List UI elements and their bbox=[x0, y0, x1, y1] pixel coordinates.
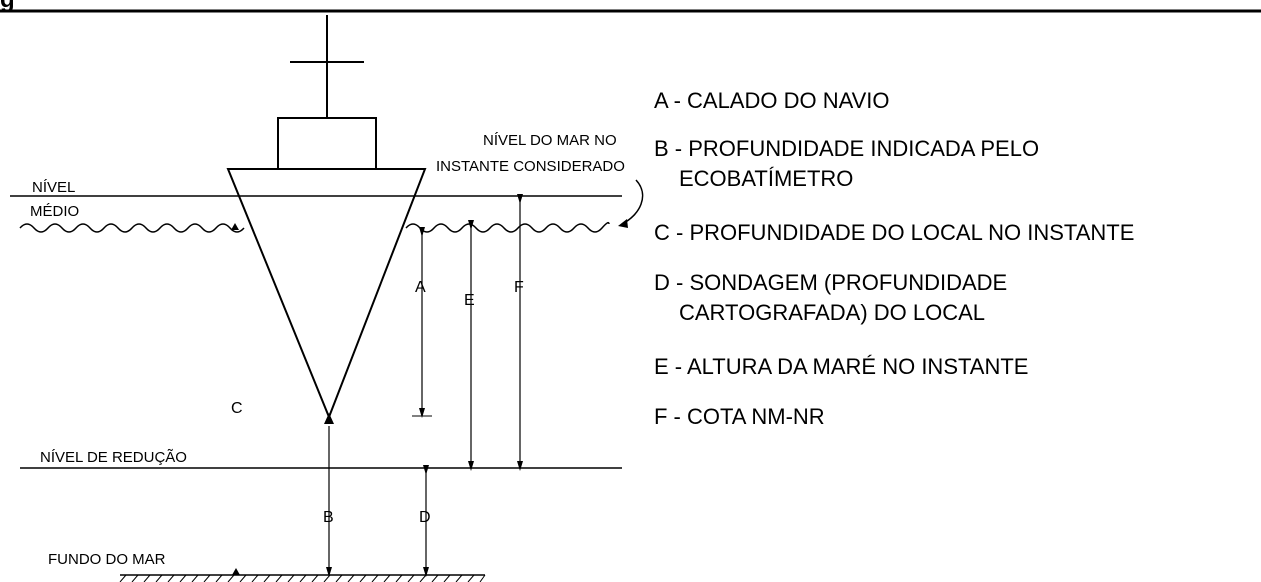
letter-b: B bbox=[323, 509, 334, 526]
legend-item-e: E - ALTURA DA MARÉ NO INSTANTE bbox=[654, 352, 1028, 382]
legend-item-b-text-cont: ECOBATÍMETRO bbox=[679, 166, 854, 191]
label-nivel-reducao: NÍVEL DE REDUÇÃO bbox=[40, 449, 187, 466]
sea-level-pointer bbox=[621, 179, 644, 225]
legend-item-c-text: C - PROFUNDIDADE DO LOCAL NO INSTANTE bbox=[654, 220, 1135, 245]
waterline-tick bbox=[231, 223, 239, 230]
label-nivel-medio-2: MÉDIO bbox=[30, 203, 79, 220]
ship-hull bbox=[226, 168, 427, 420]
label-nivel-medio-1: NÍVEL bbox=[32, 179, 75, 196]
letter-a: A bbox=[415, 279, 426, 296]
letter-f: F bbox=[514, 279, 524, 296]
sea-level-wave-right bbox=[405, 221, 610, 233]
legend-item-d-text: D - SONDAGEM (PROFUNDIDADE bbox=[654, 270, 1008, 295]
letter-d: D bbox=[419, 509, 431, 526]
legend-item-f-text: F - COTA NM-NR bbox=[654, 404, 825, 429]
legend-item-d-text-cont: CARTOGRAFADA) DO LOCAL bbox=[679, 300, 986, 325]
bottom-tick bbox=[232, 568, 240, 575]
legend-item-a-text: A - CALADO DO NAVIO bbox=[654, 88, 890, 113]
label-nivel-mar-1: NÍVEL DO MAR NO bbox=[483, 132, 617, 149]
ship-superstructure bbox=[277, 117, 377, 170]
legend-item-e-text: E - ALTURA DA MARÉ NO INSTANTE bbox=[654, 354, 1029, 379]
legend-item-b-text: B - PROFUNDIDADE INDICADA PELO bbox=[654, 136, 1040, 161]
label-nivel-mar-2: INSTANTE CONSIDERADO bbox=[436, 158, 625, 175]
sea-bottom-hatching bbox=[119, 574, 486, 582]
legend-item-d: D - SONDAGEM (PROFUNDIDADE CARTOGRAFADA)… bbox=[654, 268, 1007, 328]
keel-marker bbox=[324, 413, 334, 424]
label-fundo-mar: FUNDO DO MAR bbox=[48, 551, 166, 568]
legend-item-b: B - PROFUNDIDADE INDICADA PELO ECOBATÍME… bbox=[654, 134, 1039, 194]
legend-item-a: A - CALADO DO NAVIO bbox=[654, 86, 890, 116]
legend-item-c: C - PROFUNDIDADE DO LOCAL NO INSTANTE bbox=[654, 218, 1134, 248]
letter-c: C bbox=[231, 400, 243, 417]
sea-level-pointer-head bbox=[618, 219, 628, 228]
legend-item-f: F - COTA NM-NR bbox=[654, 402, 825, 432]
sea-level-wave-left bbox=[19, 223, 245, 233]
letter-e: E bbox=[464, 292, 475, 309]
